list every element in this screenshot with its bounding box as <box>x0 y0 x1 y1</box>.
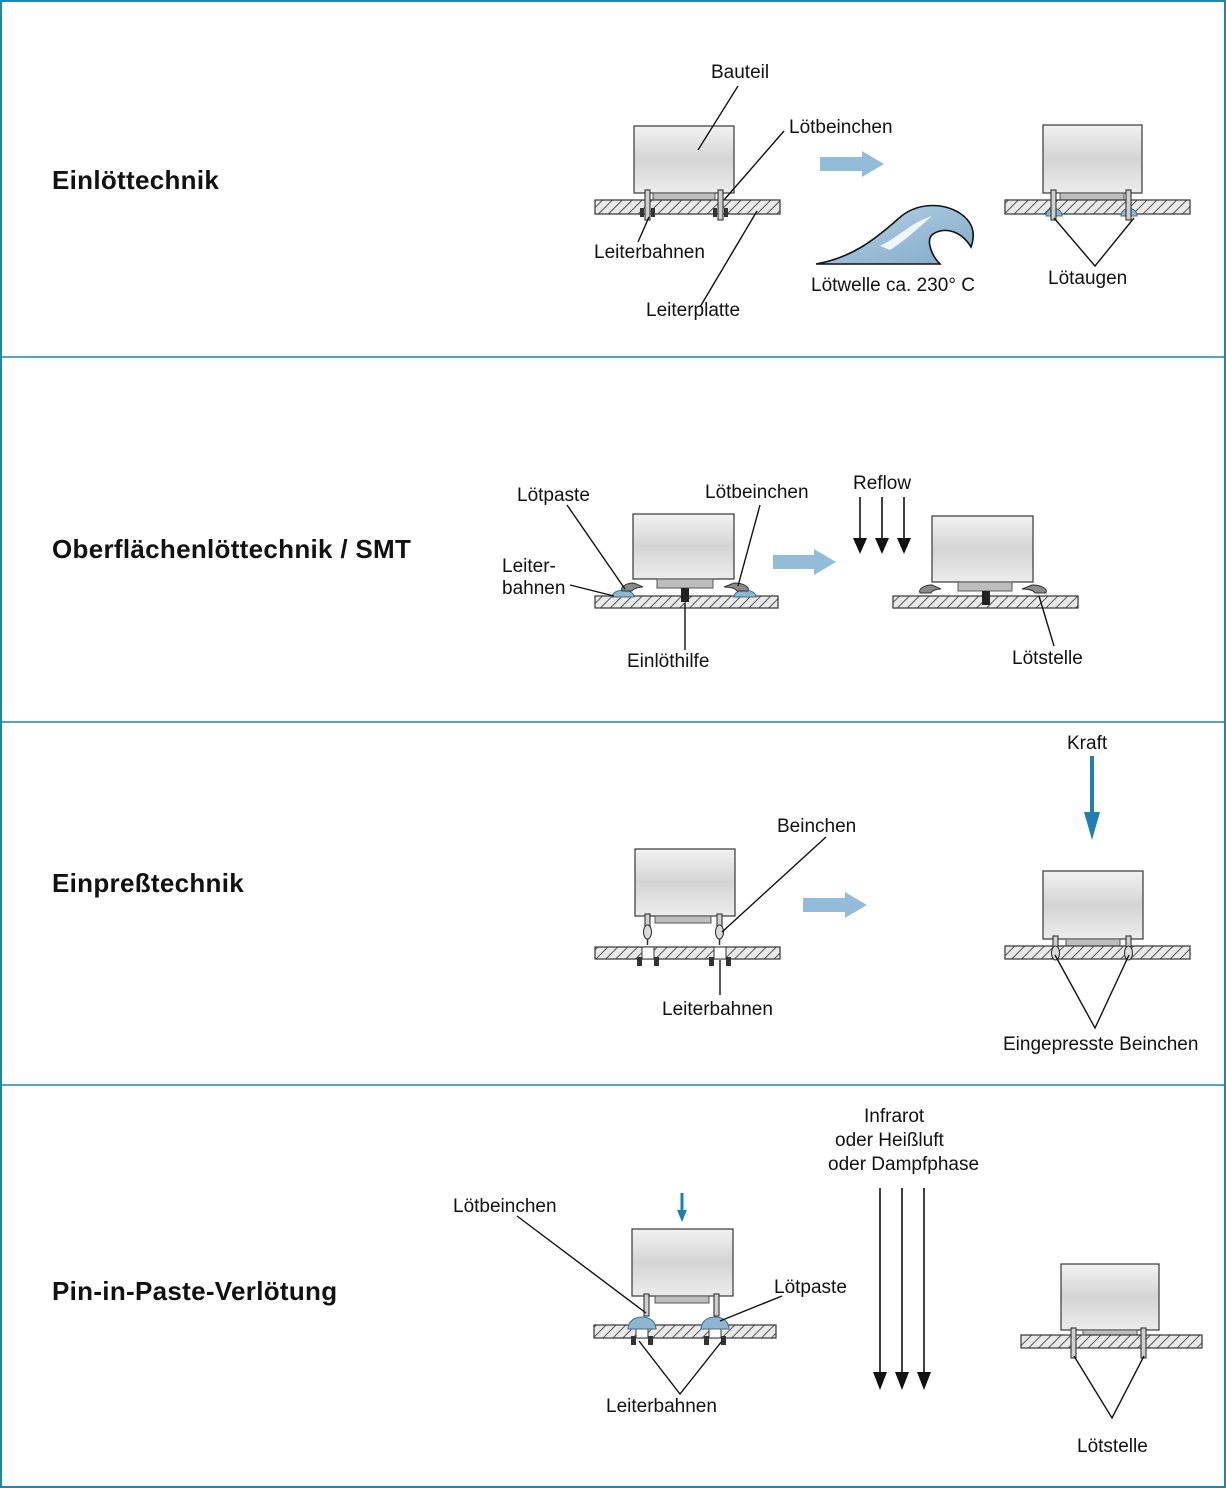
section-title-einloettechnik: Einlöttechnik <box>52 165 219 195</box>
process-arrow <box>820 151 884 177</box>
pressfit-component-pressed <box>1004 870 1191 961</box>
label-pip-leiterbahnen: Leiterbahnen <box>606 1396 717 1417</box>
section-title-pin-in-paste: Pin-in-Paste-Verlötung <box>52 1276 337 1306</box>
tht-component-soldered <box>1004 124 1191 221</box>
label-pip-loetbeinchen: Lötbeinchen <box>453 1196 557 1217</box>
section-einpresstechnik: Einpreßtechnik Beinchen Leiterbahnen Kra… <box>52 733 1198 1055</box>
label-einpress-leiterbahnen: Leiterbahnen <box>662 999 773 1020</box>
label-dampfphase: oder Dampfphase <box>828 1154 979 1175</box>
label-heissluft: oder Heißluft <box>835 1130 944 1151</box>
label-loetaugen: Lötaugen <box>1048 268 1127 289</box>
force-arrow-icon <box>1084 756 1100 840</box>
label-smt-loetbeinchen: Lötbeinchen <box>705 482 809 503</box>
label-bauteil: Bauteil <box>711 62 769 83</box>
section-title-smt: Oberflächenlöttechnik / SMT <box>52 534 411 564</box>
label-beinchen: Beinchen <box>777 816 856 837</box>
label-pip-loetpaste: Lötpaste <box>774 1277 847 1298</box>
label-eingepresste-beinchen: Eingepresste Beinchen <box>1003 1034 1198 1055</box>
label-leiterplatte: Leiterplatte <box>646 300 740 321</box>
pip-component-soldered <box>1020 1263 1203 1359</box>
label-smt-loetpaste: Lötpaste <box>517 485 590 506</box>
label-loetwelle: Lötwelle ca. 230° C <box>811 275 975 296</box>
tht-component-before <box>594 125 781 221</box>
solder-wave-icon <box>815 204 974 265</box>
label-pip-loetstelle: Lötstelle <box>1077 1436 1148 1457</box>
label-reflow: Reflow <box>853 473 911 494</box>
smt-component-before <box>594 513 779 609</box>
label-leiter-line1: Leiter- <box>502 556 556 577</box>
section-smt: Oberflächenlöttechnik / SMT Lötpaste Löt… <box>52 473 1083 672</box>
section-title-einpresstechnik: Einpreßtechnik <box>52 868 244 898</box>
label-kraft: Kraft <box>1067 733 1108 754</box>
insert-arrow-icon <box>677 1193 687 1222</box>
label-leiterbahnen: Leiterbahnen <box>594 242 705 263</box>
heat-arrows-real-visible-three <box>873 1188 931 1390</box>
section-pin-in-paste: Pin-in-Paste-Verlötung Infrarot oder Hei… <box>52 1106 1203 1457</box>
label-loetbeinchen: Lötbeinchen <box>789 117 893 138</box>
process-arrow <box>803 892 867 918</box>
section-einloettechnik: Einlöttechnik Bauteil Lötbeinchen Leiter… <box>52 62 1191 321</box>
label-smt-loetstelle: Lötstelle <box>1012 648 1083 669</box>
label-leiter-line2: bahnen <box>502 578 565 599</box>
pressfit-component-before <box>594 848 781 966</box>
pip-component-before <box>593 1228 777 1345</box>
process-arrow <box>773 549 836 575</box>
pcb-board <box>594 199 781 215</box>
label-einloethilfe: Einlöthilfe <box>627 651 709 672</box>
smt-component-soldered <box>892 515 1079 609</box>
label-infrarot: Infrarot <box>864 1106 925 1127</box>
reflow-arrows <box>853 497 911 554</box>
